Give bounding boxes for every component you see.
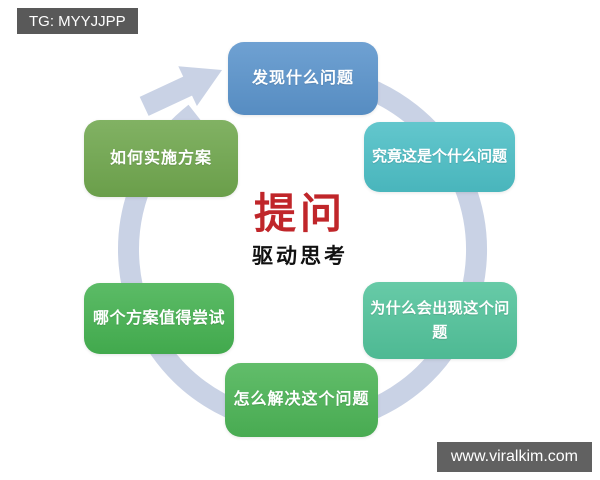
- cycle-node-evaluate: 哪个方案值得尝试: [84, 283, 234, 354]
- cycle-node-define-label: 究竟这是个什么问题: [371, 149, 507, 165]
- cycle-node-implement: 如何实施方案: [84, 120, 238, 197]
- diagram-subtitle: 驱动思考: [252, 244, 348, 269]
- cycle-node-solve: 怎么解决这个问题: [225, 363, 378, 437]
- website-badge: www.viralkim.com: [436, 442, 592, 472]
- cycle-node-evaluate-label: 哪个方案值得尝试: [92, 309, 225, 327]
- center-title-block: 提问 驱动思考: [225, 192, 375, 270]
- cycle-node-solve-label: 怎么解决这个问题: [233, 391, 370, 409]
- telegram-badge: TG: MYYJJPP: [17, 8, 138, 34]
- cycle-node-why-label: 为什么会出现这个问题: [370, 300, 510, 341]
- diagram-title: 提问: [253, 192, 346, 238]
- cycle-node-discover: 发现什么问题: [228, 42, 378, 115]
- cycle-node-implement-label: 如何实施方案: [109, 149, 212, 167]
- cycle-arrow-icon: [139, 66, 222, 116]
- cycle-node-discover-label: 发现什么问题: [251, 69, 354, 87]
- cycle-node-why: 为什么会出现这个问题: [363, 282, 517, 359]
- cycle-node-define: 究竟这是个什么问题: [364, 122, 515, 192]
- cycle-ring-arc: [118, 65, 488, 435]
